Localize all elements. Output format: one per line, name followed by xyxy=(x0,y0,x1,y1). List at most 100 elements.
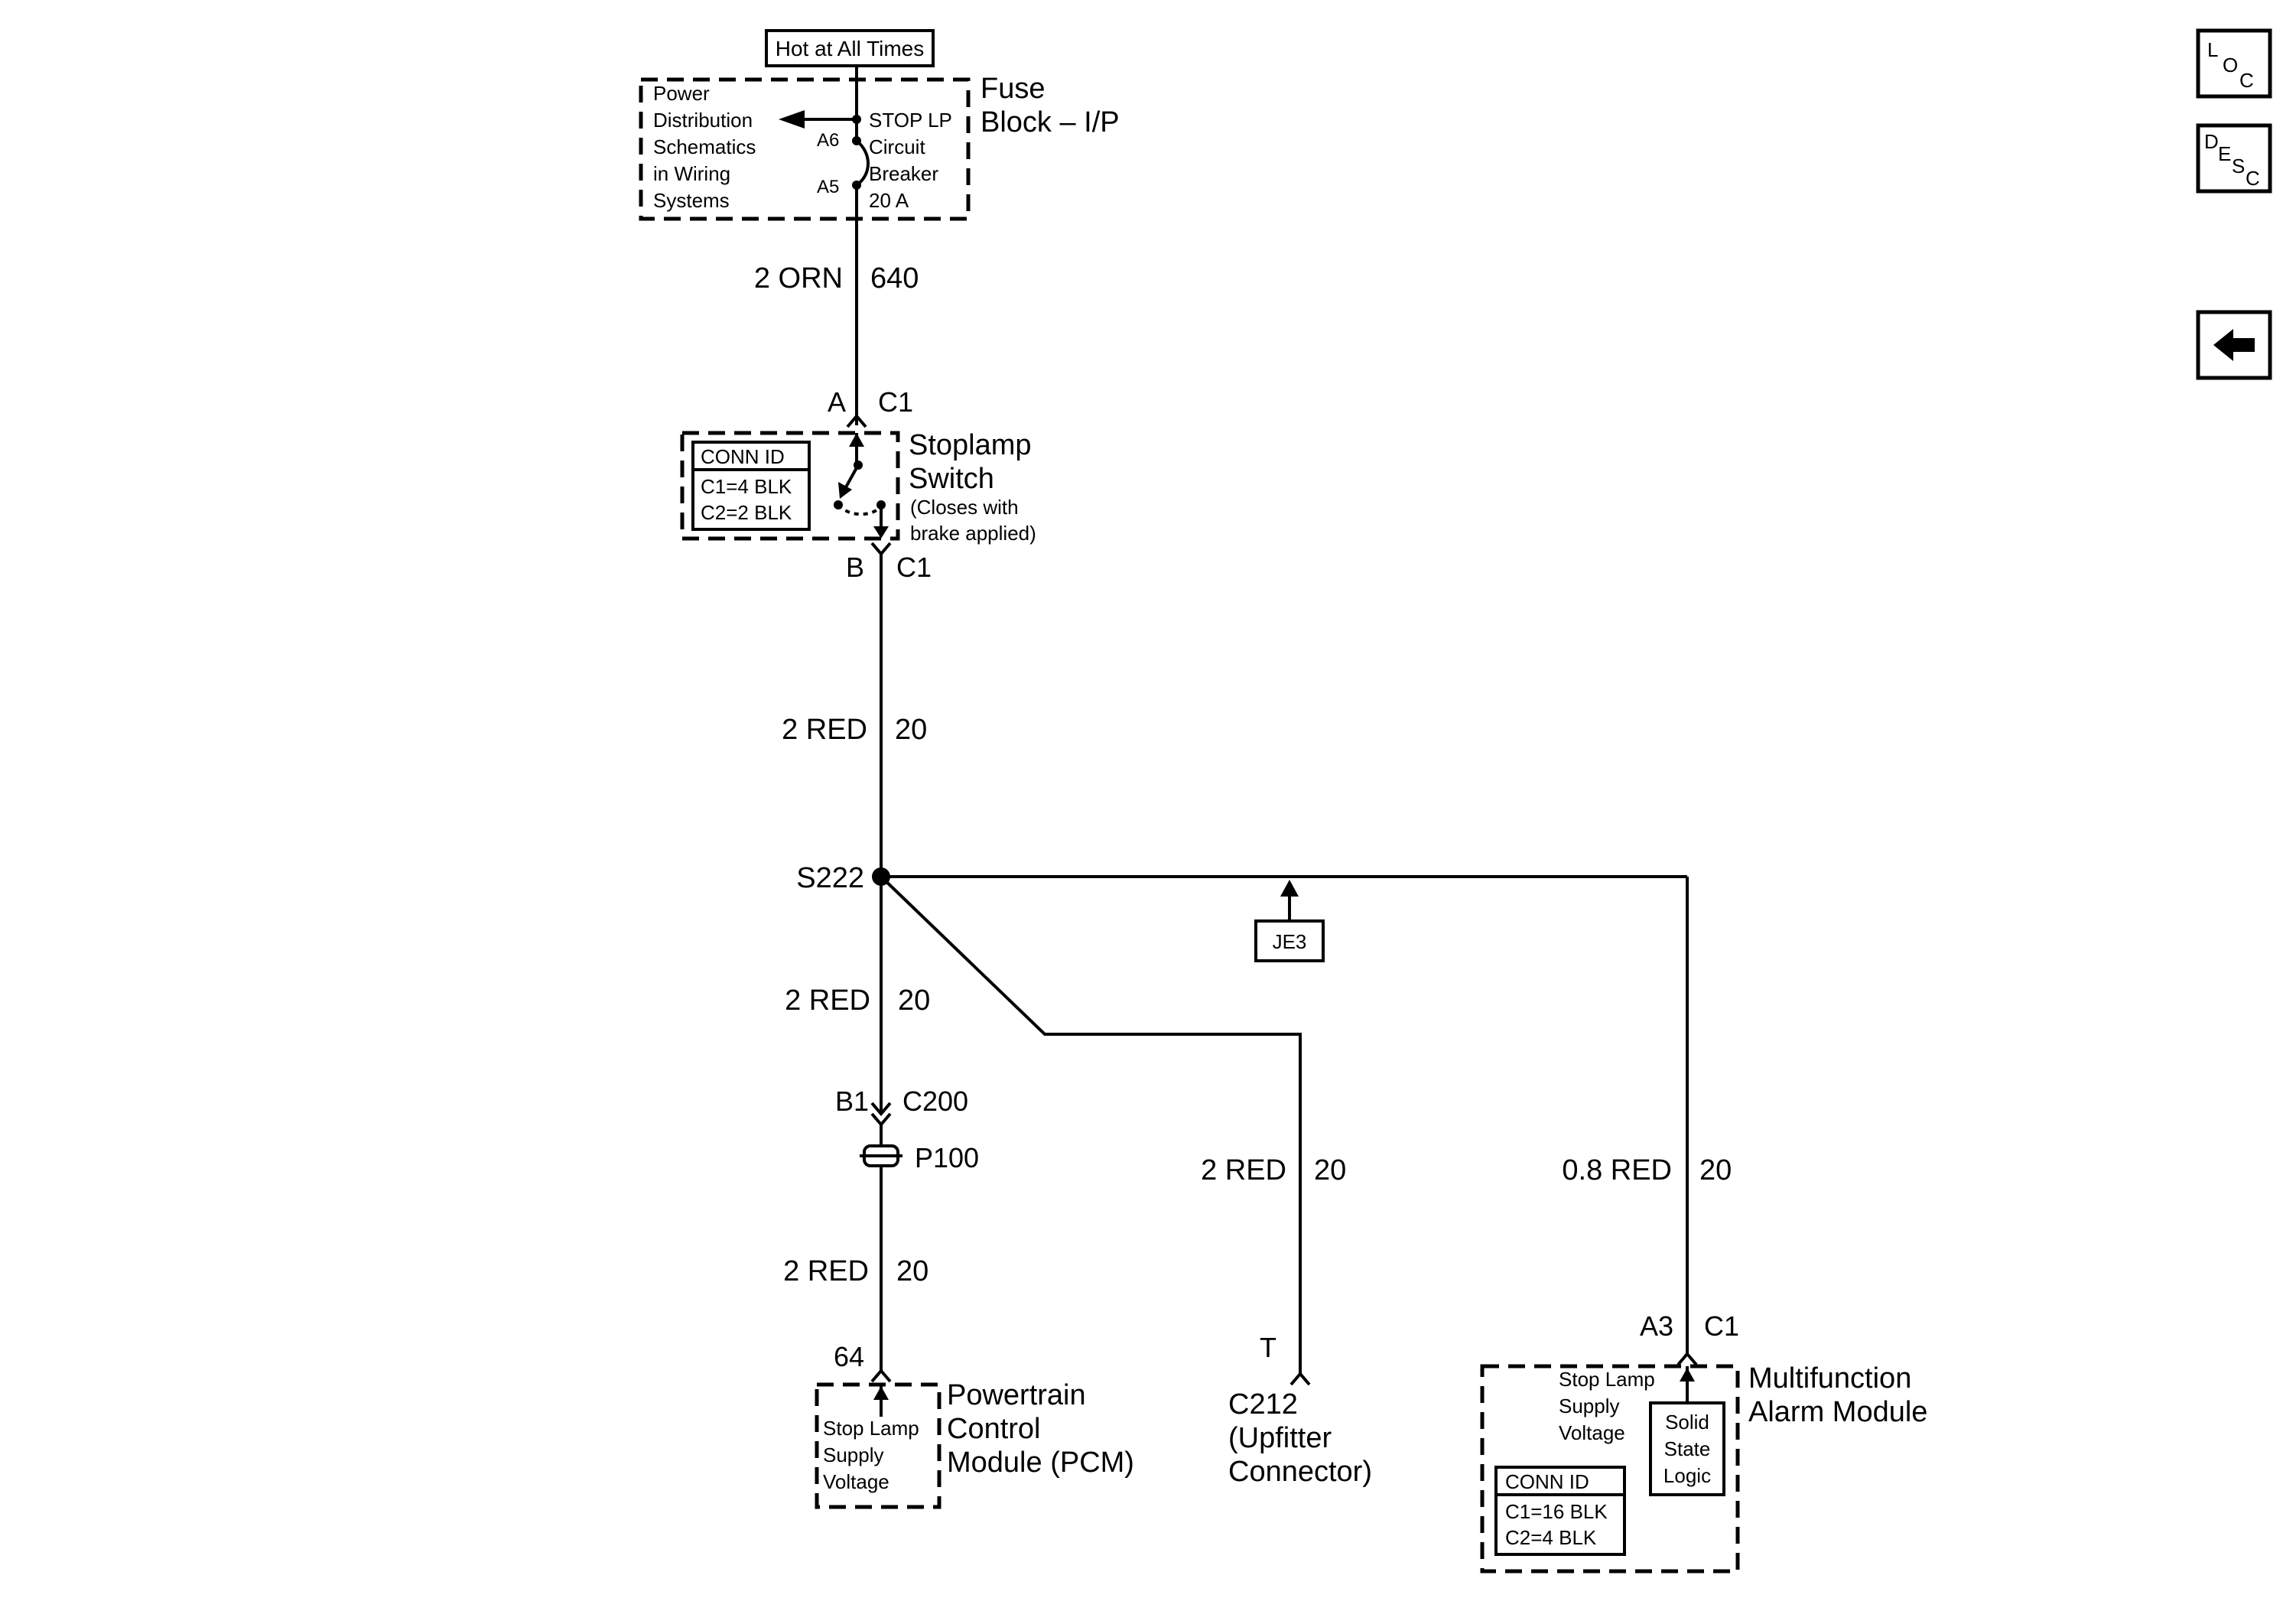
wire-pcm-lower-gauge-color: 2 RED xyxy=(783,1255,869,1287)
p100-passthrough-icon xyxy=(860,1144,902,1167)
pcm-title: Powertrain Control Module (PCM) xyxy=(947,1379,1134,1479)
c212-pin-t: T xyxy=(1260,1332,1276,1363)
svg-text:Stop Lamp: Stop Lamp xyxy=(1559,1368,1655,1391)
circuit-breaker-text: STOP LP Circuit Breaker 20 A xyxy=(869,109,952,212)
alarm-conn-id-table xyxy=(1494,1466,1626,1556)
svg-text:Voltage: Voltage xyxy=(1559,1421,1625,1444)
svg-text:E: E xyxy=(2218,142,2231,165)
stoplamp-switch-note-1: (Closes with xyxy=(910,496,1019,519)
conn-id-row: C1=4 BLK xyxy=(701,475,792,498)
fuse-block-title-1: Fuse xyxy=(981,73,1045,105)
alarm-module-title-2: Alarm Module xyxy=(1748,1396,1927,1428)
stoplamp-switch-outline xyxy=(680,431,900,541)
up-arrowhead-icon xyxy=(1280,880,1299,897)
back-button[interactable] xyxy=(2196,310,2272,380)
wire-20-top-circuit: 20 xyxy=(895,714,927,746)
connector-chevron-icon xyxy=(1289,1371,1311,1386)
svg-text:Control: Control xyxy=(947,1413,1041,1445)
up-arrowhead-icon xyxy=(1680,1368,1695,1382)
svg-text:20 A: 20 A xyxy=(869,189,909,212)
svg-text:Stop Lamp: Stop Lamp xyxy=(823,1417,919,1440)
conn-id-row: C1=16 BLK xyxy=(1505,1500,1608,1523)
alarm-conn-c1: C1 xyxy=(1704,1310,1739,1342)
wire-alarm-circuit: 20 xyxy=(1699,1154,1732,1186)
svg-text:L: L xyxy=(2207,38,2218,61)
svg-text:C: C xyxy=(2246,167,2260,190)
loc-button[interactable]: L O C xyxy=(2196,28,2272,99)
svg-text:Supply: Supply xyxy=(1559,1395,1620,1417)
svg-text:in Wiring: in Wiring xyxy=(653,162,730,185)
alarm-pin-a3: A3 xyxy=(1640,1310,1673,1342)
stoplamp-switch-title-2: Switch xyxy=(909,463,994,495)
svg-text:Logic: Logic xyxy=(1663,1464,1711,1487)
pin-a6-label: A6 xyxy=(817,130,839,151)
c212-title: C212 (Upfitter Connector) xyxy=(1228,1388,1372,1488)
svg-text:Solid: Solid xyxy=(1665,1411,1709,1434)
svg-text:O: O xyxy=(2223,54,2238,76)
svg-text:Power: Power xyxy=(653,82,710,105)
conn-id-header: CONN ID xyxy=(701,445,785,468)
svg-text:Voltage: Voltage xyxy=(823,1470,889,1493)
fuse-block-title-2: Block – I/P xyxy=(981,106,1120,138)
fuse-block-outline xyxy=(639,77,971,221)
svg-text:Supply: Supply xyxy=(823,1443,884,1466)
svg-text:STOP LP: STOP LP xyxy=(869,109,952,132)
left-arrow-icon xyxy=(2213,329,2255,361)
hot-at-all-times-box xyxy=(765,29,935,67)
svg-text:C212: C212 xyxy=(1228,1388,1298,1421)
connector-chevron-icon xyxy=(870,1102,892,1117)
wire-pcm-upper-gauge-color: 2 RED xyxy=(785,984,870,1017)
wire-pcm-upper-circuit: 20 xyxy=(898,984,930,1017)
pcm-outline xyxy=(815,1382,941,1509)
circuit-breaker-icon xyxy=(855,139,870,187)
connector-chevron-icon xyxy=(1676,1351,1698,1366)
stoplamp-conn-c1-top: C1 xyxy=(878,386,913,418)
conn-id-row: C2=2 BLK xyxy=(701,501,792,524)
conn-id-row: C2=4 BLK xyxy=(1505,1526,1597,1549)
conn-id-header: CONN ID xyxy=(1505,1470,1589,1493)
p100-label: P100 xyxy=(915,1142,979,1173)
wire-c212-gauge-color: 2 RED xyxy=(1201,1154,1286,1186)
hot-at-all-times-label: Hot at All Times xyxy=(776,37,925,60)
stoplamp-pin-b: B xyxy=(846,552,864,583)
je3-box xyxy=(1254,919,1325,962)
c200-label: C200 xyxy=(902,1085,968,1117)
connector-chevron-icon xyxy=(870,542,892,557)
svg-text:S: S xyxy=(2232,155,2245,177)
stoplamp-conn-c1-bottom: C1 xyxy=(896,552,932,583)
splice-s222-label: S222 xyxy=(796,862,864,894)
svg-text:D: D xyxy=(2204,130,2219,153)
left-arrowhead-icon xyxy=(779,110,805,129)
desc-button[interactable]: D E S C xyxy=(2196,123,2272,194)
solid-state-logic-box xyxy=(1649,1401,1725,1496)
pcm-pin-64: 64 xyxy=(834,1341,864,1372)
wire-640-circuit: 640 xyxy=(870,262,919,295)
svg-text:Module (PCM): Module (PCM) xyxy=(947,1447,1134,1479)
up-arrowhead-icon xyxy=(873,1386,889,1400)
stoplamp-switch-icon xyxy=(834,433,889,539)
stoplamp-conn-id-table xyxy=(691,441,811,531)
wire-c212-circuit: 20 xyxy=(1314,1154,1346,1186)
solid-state-logic-text: Solid State Logic xyxy=(1663,1411,1711,1487)
wire-640-gauge-color: 2 ORN xyxy=(754,262,843,295)
alarm-module-title-1: Multifunction xyxy=(1748,1362,1911,1395)
svg-text:(Upfitter: (Upfitter xyxy=(1228,1422,1332,1454)
svg-text:Distribution: Distribution xyxy=(653,109,753,132)
stoplamp-pin-a: A xyxy=(828,386,846,418)
pin-a5-label: A5 xyxy=(817,177,839,197)
wire-alarm-gauge-color: 0.8 RED xyxy=(1562,1154,1672,1186)
wire-pcm-lower-circuit: 20 xyxy=(896,1255,928,1287)
svg-text:Powertrain: Powertrain xyxy=(947,1379,1086,1411)
stoplamp-switch-title-1: Stoplamp xyxy=(909,429,1032,461)
svg-text:C: C xyxy=(2239,69,2254,92)
svg-text:Systems: Systems xyxy=(653,189,730,212)
svg-text:State: State xyxy=(1664,1437,1711,1460)
svg-text:Circuit: Circuit xyxy=(869,135,925,158)
connector-chevron-icon xyxy=(870,1368,892,1383)
wire-20-c212 xyxy=(880,875,1302,1375)
je3-label: JE3 xyxy=(1273,930,1307,953)
svg-text:Connector): Connector) xyxy=(1228,1456,1372,1488)
c200-pin-b1: B1 xyxy=(835,1085,869,1117)
stoplamp-switch-note-2: brake applied) xyxy=(910,522,1036,545)
